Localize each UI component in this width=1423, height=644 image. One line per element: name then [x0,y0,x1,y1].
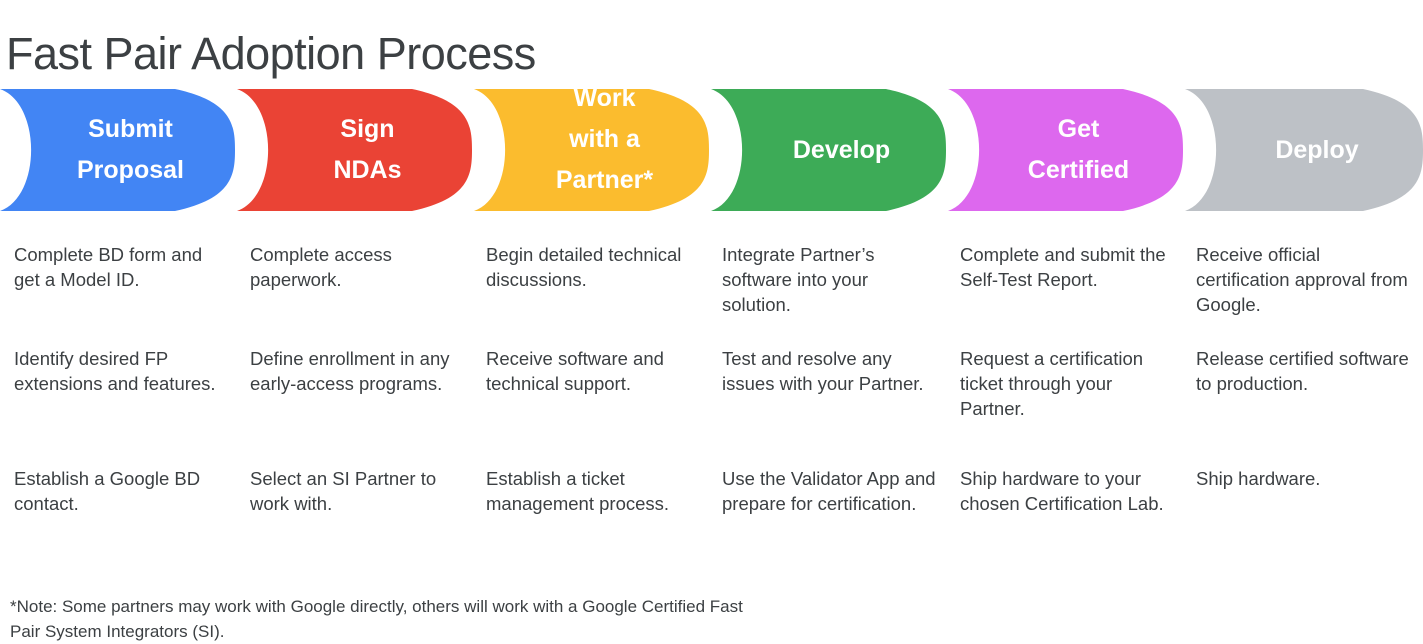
detail-item: Establish a ticket management process. [486,468,670,514]
detail-item: Test and resolve any issues with your Pa… [722,348,924,394]
detail-item: Release certified software to production… [1196,348,1409,394]
chevron-shape-sign-ndas [237,89,472,211]
detail-item: Complete BD form and get a Model ID. [14,244,203,290]
process-detail-grid: Complete BD form and get a Model ID. Iden… [0,236,1423,566]
process-stage-submit-proposal[interactable]: Submit Proposal [0,89,235,211]
stage-label-work-with-a-partner: Work with a Partner* [555,84,654,194]
process-stage-get-certified[interactable]: Get Certified [948,89,1183,211]
stage-label-submit-proposal: Submit Proposal [77,115,184,184]
detail-item: Integrate Partner’s software into your s… [722,244,875,315]
stage-label-sign-ndas: Sign NDAs [333,115,402,184]
detail-item: Establish a Google BD contact. [14,468,201,514]
chevron-shape-work-with-a-partner [474,89,709,211]
detail-item: Complete access paperwork. [250,244,392,290]
detail-item: Receive official certification approval … [1196,244,1408,315]
detail-item: Begin detailed technical discussions. [486,244,682,290]
chevron-shape-get-certified [948,89,1183,211]
footnote-note: *Note: Some partners may work with Googl… [10,597,743,641]
detail-item: Complete and submit the Self-Test Report… [960,244,1166,290]
chevron-shape-deploy [1185,89,1423,211]
stage-label-get-certified: Get Certified [1027,115,1130,184]
detail-item: Use the Validator App and prepare for ce… [722,468,936,514]
page-title: Fast Pair Adoption Process [6,28,536,80]
detail-item: Identify desired FP extensions and featu… [14,348,216,394]
process-chevron-band: Submit Proposal Sign NDAs Work with a Part… [0,84,1423,211]
detail-item: Receive software and technical support. [486,348,664,394]
process-stage-deploy[interactable]: Deploy [1185,89,1423,211]
stage-label-develop: Develop [792,135,891,164]
stage-label-deploy: Deploy [1275,135,1359,164]
process-stage-sign-ndas[interactable]: Sign NDAs [237,89,472,211]
chevron-shape-develop [711,89,946,211]
detail-item: Request a certification ticket through y… [960,348,1144,419]
detail-item: Ship hardware. [1196,468,1321,489]
detail-item: Define enrollment in any early-access pr… [250,348,450,394]
detail-item: Ship hardware to your chosen Certificati… [960,468,1164,514]
process-stage-develop[interactable]: Develop [711,89,946,211]
chevron-shape-submit-proposal [0,89,235,211]
detail-item: Select an SI Partner to work with. [250,468,437,514]
process-stage-work-with-a-partner[interactable]: Work with a Partner* [474,84,709,211]
